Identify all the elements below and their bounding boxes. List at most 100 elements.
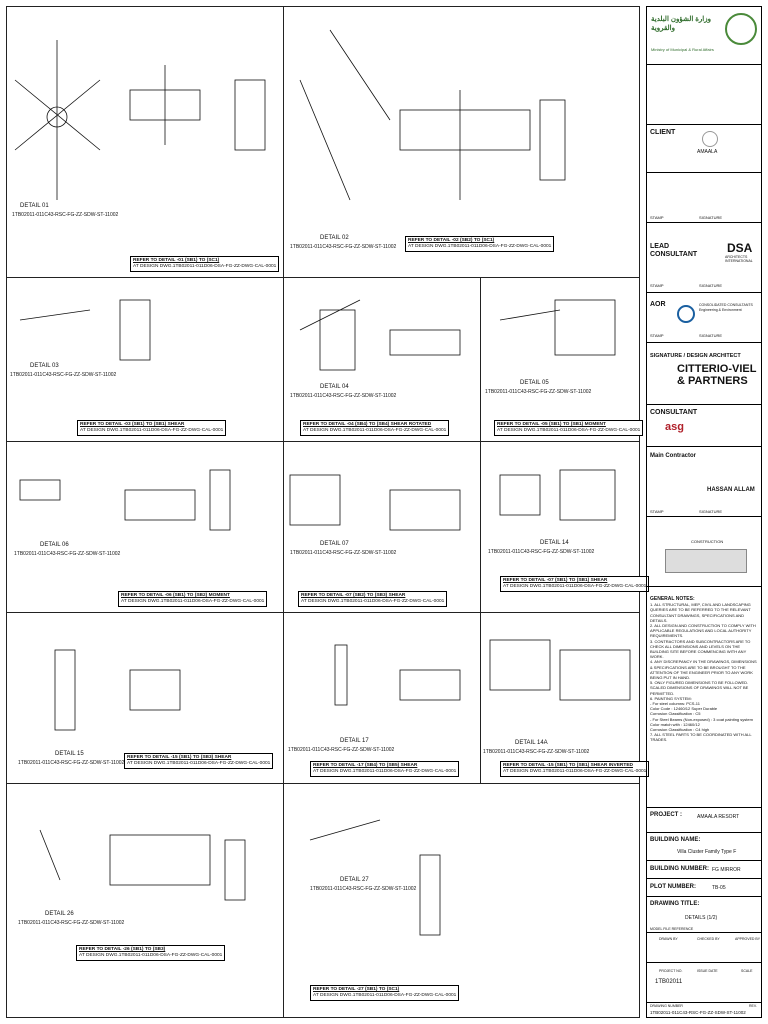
aor-subtitle: CONSOLIDATED CONSULTANTS Engineering & E… [699, 303, 753, 312]
scale-label: SCALE [741, 969, 753, 973]
project-no-value: 1TB02011 [655, 979, 683, 985]
note-item: 2. ALL DESIGN AND CONSTRUCTION TO COMPLY… [650, 623, 756, 639]
refer-note: REFER TO DETAIL -01 (SB1) TO (SC1)AT DES… [130, 256, 280, 272]
plot-number-section: PLOT NUMBER: TB-05 [647, 879, 761, 897]
note-item: Corrosion Classification : C5 [650, 711, 701, 717]
note-item: 5. ONLY FIGURED DIMENSIONS TO BE FOLLOWE… [650, 680, 749, 696]
detail-title: DETAIL 03 [30, 363, 59, 369]
refer-note: REFER TO DETAIL -04 (SB4) TO (SB4) SHEAR… [300, 420, 450, 436]
row-divider [6, 783, 640, 784]
detail-dwg: 1TB02011-011C43-RSC-FG-ZZ-SDW-ST-11002 [14, 551, 121, 557]
stamp-label: STAMP [650, 215, 664, 220]
design-architect-label: SIGNATURE / DESIGN ARCHITECT [650, 353, 741, 359]
building-name-section: BUILDING NAME: Villa Cluster Family Type… [647, 833, 761, 861]
refer-note: REFER TO DETAIL -06 (SB1) TO (SB2) MOMEN… [118, 591, 268, 607]
detail-dwg: 1TB02011-011C43-RSC-FG-ZZ-SDW-ST-11002 [488, 549, 595, 555]
signature-label: SIGNATURE [699, 283, 723, 288]
main-contractor-label: Main Contractor [650, 453, 697, 459]
detail-title: DETAIL 01 [20, 203, 49, 209]
refer-note: REFER TO DETAIL -05 (SB1) TO (SB1) MOMEN… [494, 420, 644, 436]
logo-stamp-section: STAMP SIGNATURE [647, 173, 761, 223]
detail-linework [14, 29, 631, 936]
project-section: PROJECT : AMAALA RESORT [647, 807, 761, 833]
col-divider [283, 6, 284, 1018]
detail-title: DETAIL 15 [55, 751, 84, 757]
lead-consultant-label: LEAD CONSULTANT [650, 243, 698, 258]
building-number-label: BUILDING NUMBER: [650, 866, 709, 872]
detail-dwg: 1TB02011-011C43-RSC-FG-ZZ-SDW-ST-11002 [288, 747, 395, 753]
project-label: PROJECT : [650, 812, 683, 818]
signature-label: SIGNATURE [699, 509, 723, 514]
consultant-section: CONSULTANT asg [647, 405, 761, 447]
refer-note: REFER TO DETAIL -27 (SB1) TO (SC1)AT DES… [310, 985, 460, 1001]
detail-title: DETAIL 14A [515, 740, 548, 746]
detail-title: DETAIL 27 [340, 877, 369, 883]
drawn-by-label: DRAWN BY [659, 937, 678, 941]
construction-label: CONSTRUCTION [691, 539, 724, 544]
building-name-label: BUILDING NAME: [650, 837, 701, 843]
detail-dwg: 1TB02011-011C43-RSC-FG-ZZ-SDW-ST-11002 [485, 389, 592, 395]
lead-consultant-section: LEAD CONSULTANT DSA ARCHITECTS INTERNATI… [647, 223, 761, 293]
detail-title: DETAIL 02 [320, 235, 349, 241]
drawing-title-label: DRAWING TITLE: [650, 901, 700, 907]
client-name: AMAALA [697, 149, 718, 155]
title-block: وزارة الشؤون البلدية والقروية Ministry o… [646, 6, 762, 1018]
detail-title: DETAIL 26 [45, 911, 74, 917]
stamp-label: STAMP [650, 333, 664, 338]
note-item: Corrosion Classification : C4 high [650, 727, 710, 733]
note-item: 6. PAINTING SYSTEM: [650, 695, 692, 701]
row-divider [6, 612, 640, 613]
drawing-title-value: DETAILS (1/2) [685, 915, 718, 921]
ministry-name-ar: وزارة الشؤون البلدية والقروية [651, 16, 711, 32]
refer-note: REFER TO DETAIL -07 (SB1) TO (SB1) SHEAR… [500, 576, 650, 592]
rev-label: REV. [749, 1004, 757, 1008]
ministry-name-en: Ministry of Municipal & Rural Affairs [651, 47, 714, 52]
refer-note: REFER TO DETAIL -03 (SB1) TO (SB1) SHEAR… [77, 420, 227, 436]
model-ref-label: MODEL FILE REFERENCE [650, 927, 694, 931]
client-section: CLIENT AMAALA [647, 125, 761, 173]
note-item: - For steel columns: PCS-11 [650, 701, 700, 707]
project-no-section: PROJECT NO. 1TB02011 ISSUE DATE SCALE [647, 963, 761, 1003]
plot-number-label: PLOT NUMBER: [650, 884, 696, 890]
consultant-label: CONSULTANT [650, 409, 698, 416]
signature-label: SIGNATURE [699, 215, 723, 220]
issue-date-label: ISSUE DATE [697, 969, 718, 973]
checked-by-label: CHECKED BY [697, 937, 720, 941]
refer-note: REFER TO DETAIL -02 (SB2) TO (SC1)AT DES… [405, 236, 555, 252]
detail-dwg: 1TB02011-011C43-RSC-FG-ZZ-SDW-ST-11002 [290, 550, 397, 556]
client-label: CLIENT [650, 129, 676, 136]
detail-dwg: 1TB02011-011C43-RSC-FG-ZZ-SDW-ST-11002 [290, 244, 397, 250]
refer-note: REFER TO DETAIL -15 (SB1) TO (SB1) SHEAR… [500, 761, 650, 777]
detail-dwg: 1TB02011-011C43-RSC-FG-ZZ-SDW-ST-11002 [18, 760, 125, 766]
construction-section: CONSTRUCTION [647, 517, 761, 587]
detail-dwg: 1TB02011-011C43-RSC-FG-ZZ-SDW-ST-11002 [310, 886, 417, 892]
signoff-section: DRAWN BY CHECKED BY APPROVED BY [647, 933, 761, 963]
dsa-subtitle: ARCHITECTS INTERNATIONAL [725, 255, 753, 263]
ministry-logo-section: وزارة الشؤون البلدية والقروية Ministry o… [647, 7, 761, 65]
drawing-title-section: DRAWING TITLE: DETAILS (1/2) MODEL FILE … [647, 897, 761, 933]
detail-dwg: 1TB02011-011C43-RSC-FG-ZZ-SDW-ST-11002 [12, 212, 119, 218]
main-contractor-section: Main Contractor HASSAN ALLAM STAMP SIGNA… [647, 447, 761, 517]
detail-dwg: 1TB02011-011C43-RSC-FG-ZZ-SDW-ST-11002 [10, 372, 117, 378]
site-plan-thumbnail [665, 549, 747, 573]
client-logo [702, 131, 718, 147]
note-item: 4. ANY DISCREPANCY IN THE DRAWINGS, DIME… [650, 659, 757, 681]
detail-title: DETAIL 14 [540, 540, 569, 546]
building-number-value: FG MIRROR [712, 867, 741, 873]
design-architect-section: SIGNATURE / DESIGN ARCHITECT CITTERIO-VI… [647, 343, 761, 405]
note-item: Color Code : 12460/12 Super Durable [650, 706, 718, 712]
refer-note: REFER TO DETAIL -17 (SB4) TO (SB5) SHEAR… [310, 761, 460, 777]
row-divider [6, 441, 640, 442]
note-item: 7. ALL STEEL PARTS TO BE COORDINATED WIT… [650, 732, 752, 743]
general-notes: GENERAL NOTES: 1. ALL STRUCTURAL, MEP, C… [650, 596, 760, 743]
refer-note: REFER TO DETAIL -26 (SB1) TO (SB3)AT DES… [76, 945, 226, 961]
building-number-section: BUILDING NUMBER: FG MIRROR [647, 861, 761, 879]
ministry-logo [725, 13, 757, 45]
note-item: Color match with : 12460/12 [650, 721, 700, 727]
note-item: 3. CONTRACTORS AND SUBCONTRACTORS ARE TO… [650, 638, 751, 660]
stamp-label: STAMP [650, 283, 664, 288]
asg-logo: asg [665, 421, 684, 433]
detail-title: DETAIL 05 [520, 380, 549, 386]
secondary-logos [647, 65, 761, 125]
